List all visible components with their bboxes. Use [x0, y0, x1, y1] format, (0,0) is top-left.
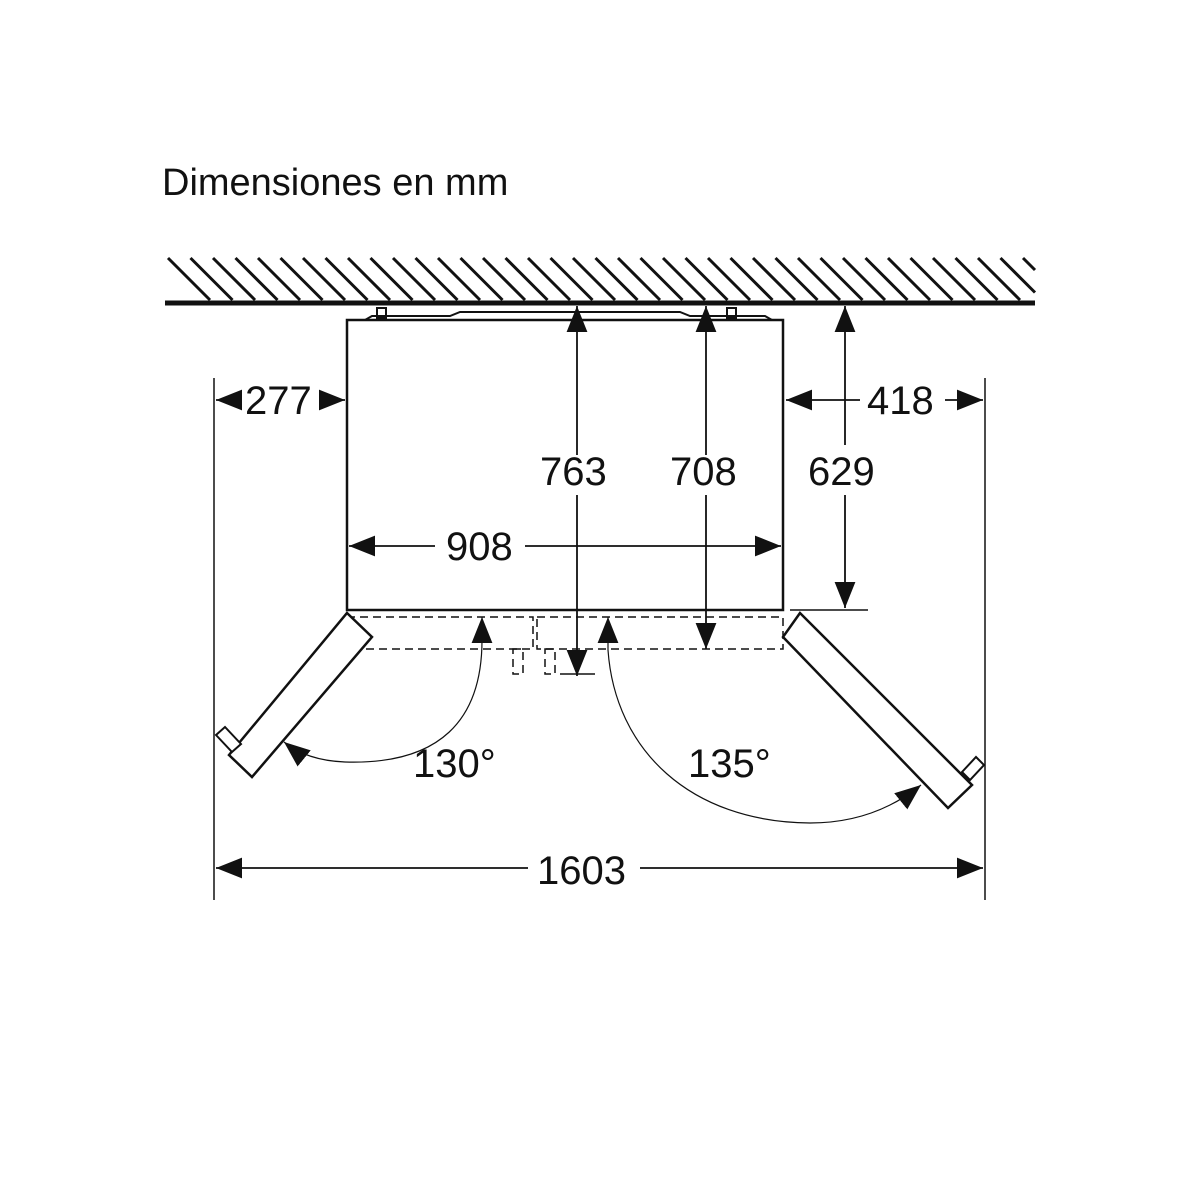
- hatch-line: [639, 256, 684, 302]
- hatch-line: [661, 256, 707, 302]
- total-width-label: 1603: [537, 849, 626, 893]
- hatch-line: [369, 256, 414, 302]
- hatch-line: [796, 256, 842, 302]
- right-swing-arc: [607, 649, 922, 824]
- hatch-line: [526, 256, 572, 302]
- total-depth-label: 763: [540, 450, 607, 494]
- hatch-line: [729, 256, 774, 302]
- diagram-title: Dimensiones en mm: [162, 162, 508, 204]
- hatch-line: [706, 256, 752, 302]
- left-door: [227, 611, 374, 779]
- hatch-line: [549, 256, 594, 302]
- hatch-line: [841, 256, 887, 302]
- left-clearance-label: 277: [245, 379, 312, 423]
- hatch-line: [684, 256, 729, 302]
- hatch-line: [436, 256, 482, 302]
- hatch-line: [594, 256, 639, 302]
- closed-doors-outline: [346, 616, 784, 675]
- hatch-line: [481, 256, 527, 302]
- hatch-line: [391, 256, 437, 302]
- hatch-line: [301, 256, 347, 302]
- left-door-handle: [214, 725, 243, 754]
- hatch-line: [234, 256, 279, 302]
- right-door: [781, 611, 974, 810]
- hatch-line: [819, 256, 864, 302]
- hatch-line: [751, 256, 797, 302]
- hatch-line: [459, 256, 504, 302]
- hatch-line: [864, 256, 909, 302]
- hatch-line: [909, 256, 954, 302]
- hatch-line: [166, 256, 212, 302]
- width-label: 908: [446, 525, 513, 569]
- hatch-line: [279, 256, 324, 302]
- hatch-line: [571, 256, 617, 302]
- hatch-line: [931, 256, 977, 302]
- hatch-line: [256, 256, 302, 302]
- dimension-arrows: [216, 306, 983, 879]
- hatch-line: [414, 256, 459, 302]
- hatch-line: [1021, 256, 1037, 272]
- right-door-angle: 135°: [688, 742, 771, 786]
- hatch-line: [324, 256, 369, 302]
- hatch-line: [999, 256, 1037, 294]
- spacer-left: [376, 307, 387, 319]
- hatch-line: [976, 256, 1022, 302]
- hatch-line: [886, 256, 932, 302]
- hatch-line: [774, 256, 819, 302]
- left-swing-arc: [283, 639, 483, 767]
- body-depth-label: 629: [808, 450, 875, 494]
- spacer-right: [726, 307, 737, 319]
- right-clearance-label: 418: [867, 379, 934, 423]
- fridge-body: [345, 318, 785, 612]
- hatch-line: [504, 256, 549, 302]
- door-depth-label: 708: [670, 450, 737, 494]
- right-door-handle: [960, 755, 986, 782]
- left-door-angle: 130°: [413, 742, 496, 786]
- hatch-line: [346, 256, 392, 302]
- hatch-line: [211, 256, 257, 302]
- hatch-line: [616, 256, 662, 302]
- hatch-line: [189, 256, 234, 302]
- wall-hatching: [166, 256, 1037, 302]
- hatch-line: [954, 256, 999, 302]
